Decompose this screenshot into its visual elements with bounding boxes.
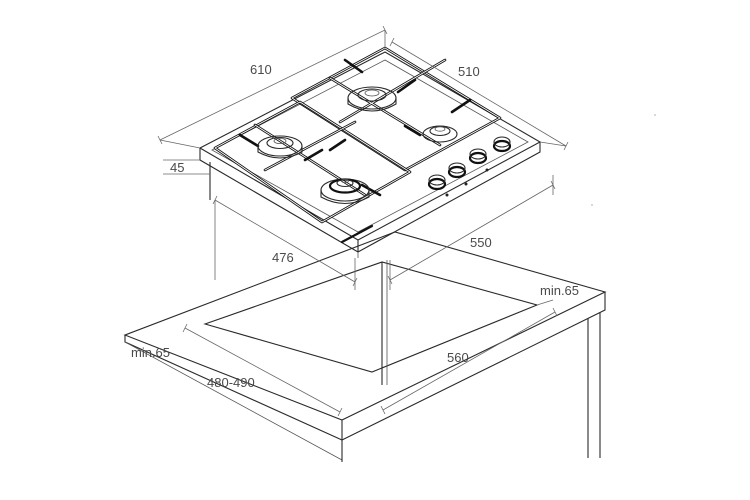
stray-mark xyxy=(654,114,656,116)
dim-label-cutout-width: 550 xyxy=(470,235,492,250)
knob-icon xyxy=(427,136,512,197)
burner-icon xyxy=(257,86,458,205)
dim-label-min-right: min.65 xyxy=(540,283,579,298)
dim-label-width-top: 610 xyxy=(250,62,272,77)
countertop xyxy=(123,231,607,462)
dim-label-height: 45 xyxy=(170,160,184,175)
stray-mark xyxy=(591,204,593,206)
dim-label-depth-top: 510 xyxy=(458,64,480,79)
dim-label-counter-width: 560 xyxy=(447,350,469,365)
hob xyxy=(198,51,542,258)
brand-logo xyxy=(340,224,374,244)
dim-label-cutout-depth: 476 xyxy=(272,250,294,265)
dim-label-counter-depth: 480-490 xyxy=(207,375,255,390)
dim-label-min-left: min.65 xyxy=(131,345,170,360)
dimension-lines xyxy=(157,25,569,417)
